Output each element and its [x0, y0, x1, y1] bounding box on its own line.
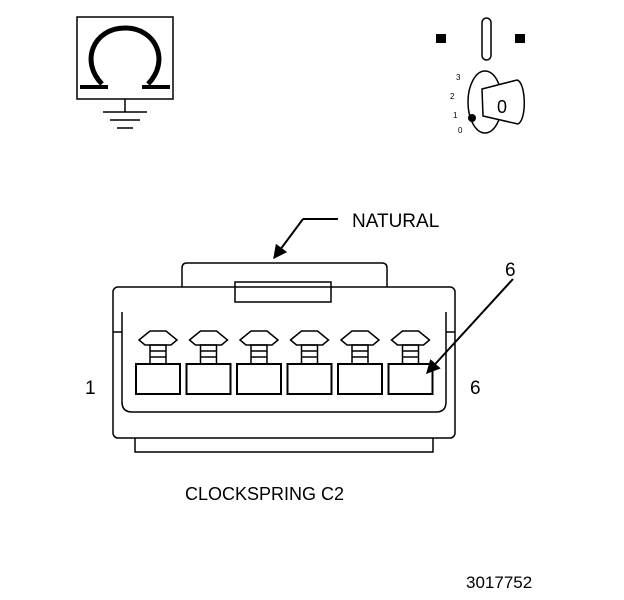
ignition-pos-3: 3 [456, 73, 461, 82]
cavity-6 [387, 330, 434, 395]
color-callout: NATURAL [273, 211, 439, 260]
ignition-pos-1: 1 [453, 111, 458, 120]
key-position-label: 0 [497, 97, 507, 117]
pin-number-last: 6 [470, 378, 481, 399]
callout-pin-number: 6 [505, 260, 516, 281]
cavity-3 [236, 330, 282, 395]
connector-color-label: NATURAL [352, 211, 439, 232]
ignition-pos-2: 2 [450, 92, 455, 101]
ignition-pos-0: 0 [458, 126, 463, 135]
connector-name: CLOCKSPRING C2 [185, 484, 344, 504]
connector-body [112, 262, 456, 453]
cavity-2 [185, 330, 232, 395]
ignition-key-off-icon: 3 2 1 0 0 [436, 17, 525, 135]
ohmmeter-ground-icon [76, 16, 174, 129]
pin-number-first: 1 [85, 378, 96, 399]
figure-number: 3017752 [466, 573, 532, 592]
cavity-4 [286, 330, 333, 395]
pin-callout: 6 [426, 260, 516, 375]
cavity-1 [135, 330, 181, 395]
connector-cavities [135, 330, 434, 395]
cavity-5 [337, 330, 383, 395]
